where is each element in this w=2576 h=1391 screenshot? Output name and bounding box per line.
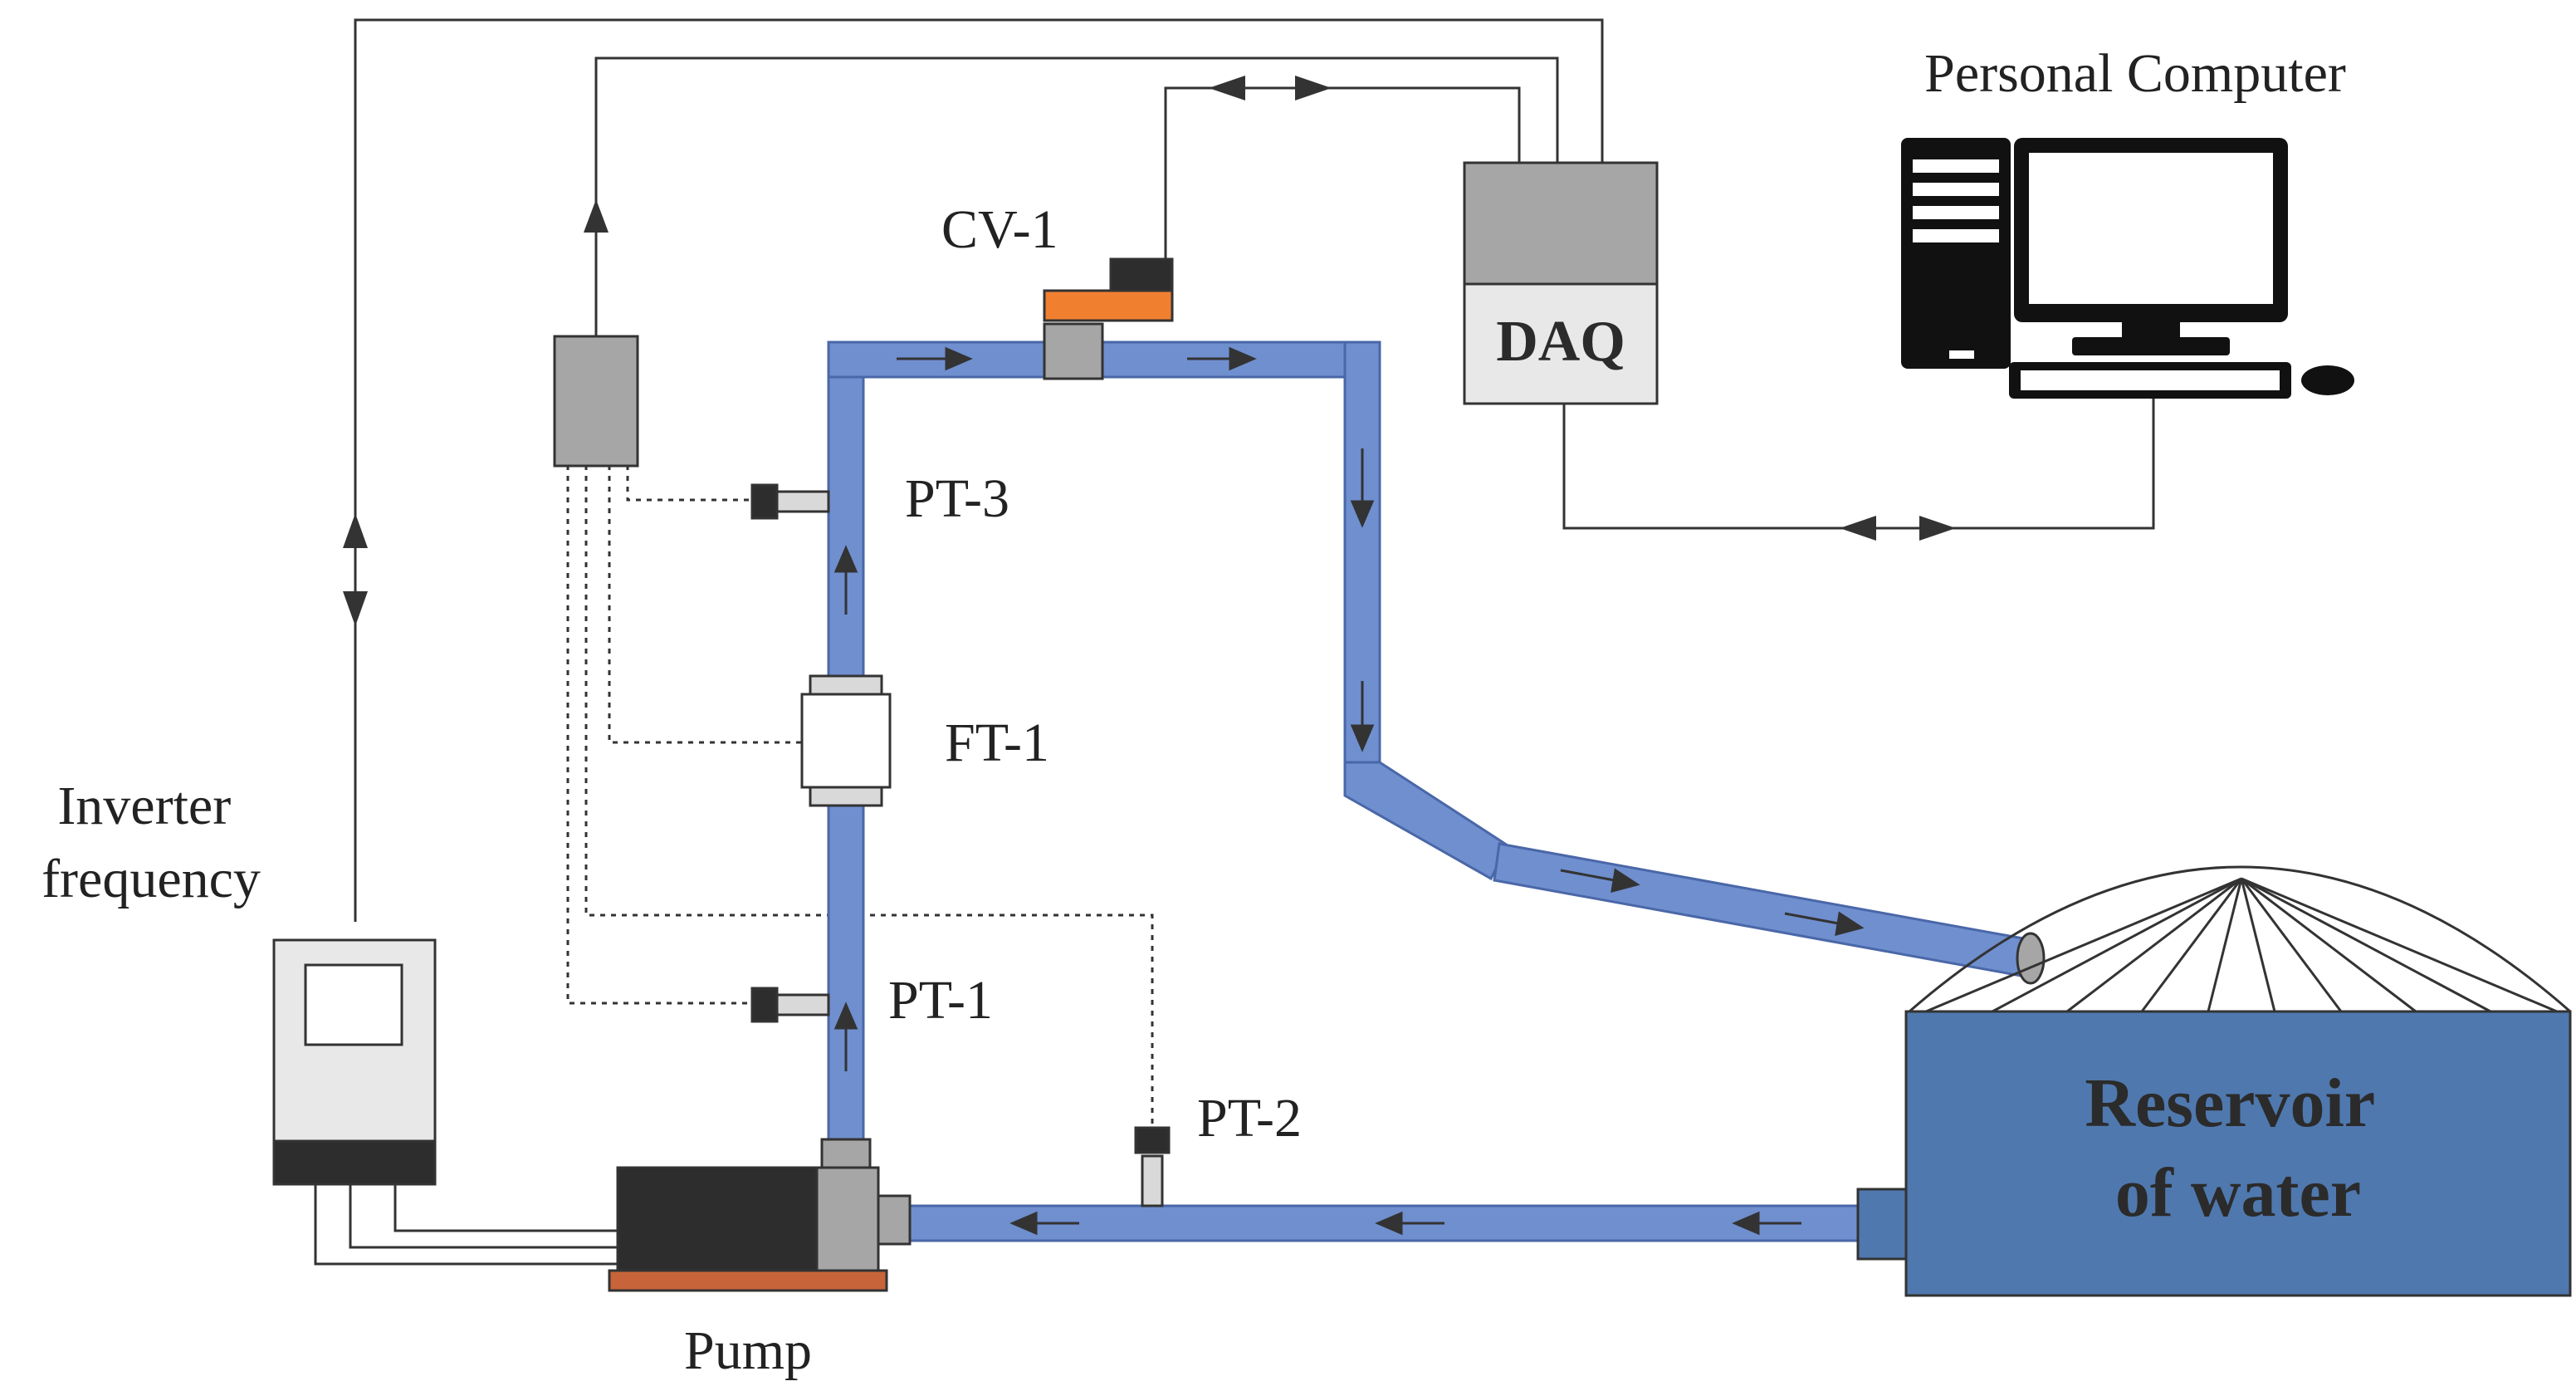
pc-mouse	[2301, 365, 2354, 395]
label-pt1: PT-1	[888, 970, 993, 1031]
label-reservoir-line1: Reservoir	[2085, 1065, 2374, 1142]
label-personal-computer: Personal Computer	[1924, 43, 2346, 104]
label-pt2: PT-2	[1197, 1088, 1302, 1149]
reservoir-outlet	[1856, 1188, 1908, 1261]
label-inverter-line1: Inverter	[57, 776, 231, 836]
wire-inverter-daq	[354, 18, 1604, 922]
reservoir-dome-ribs	[1925, 877, 2558, 1013]
pump	[608, 1138, 912, 1292]
pressure-transmitter-pt3	[750, 483, 830, 520]
wire-inverter-pump-1	[314, 1184, 618, 1266]
label-pump: Pump	[684, 1320, 812, 1381]
arrow-left-valve	[1209, 76, 1245, 100]
inverter	[272, 938, 437, 1186]
dotted-pt1	[566, 465, 754, 1005]
arrow-right-valve	[1295, 76, 1332, 100]
pressure-transmitter-pt1	[750, 987, 830, 1023]
flow-arrows	[833, 346, 1865, 1236]
daq-unit	[1463, 161, 1659, 405]
pressure-transmitter-pt2	[1134, 1126, 1171, 1207]
wire-transmitter-daq	[594, 56, 1559, 336]
label-reservoir-line2: of water	[2115, 1154, 2361, 1232]
reservoir	[1856, 865, 2572, 1297]
signal-wiring	[314, 18, 2155, 1266]
pipe-diagonal-to-reservoir	[1493, 842, 2034, 978]
reservoir-tank	[1904, 1010, 2572, 1297]
label-inverter: Inverter frequency	[42, 776, 261, 909]
label-reservoir: Reservoir of water	[2085, 1065, 2391, 1232]
label-daq: DAQ	[1496, 310, 1625, 374]
arrow-down-inverter	[343, 591, 368, 626]
pipe-outlet-end	[2016, 932, 2046, 985]
label-ft1: FT-1	[945, 713, 1049, 773]
wire-inverter-pump-3	[393, 1184, 618, 1232]
personal-computer	[1901, 138, 2354, 399]
label-inverter-line2: frequency	[42, 849, 261, 909]
wire-valve-daq	[1164, 86, 1521, 259]
label-pt3: PT-3	[905, 468, 1009, 529]
control-valve-cv1	[1043, 257, 1174, 380]
sensor-dotted-lines	[566, 465, 1154, 1126]
arrow-right-daq-pc	[1919, 516, 1956, 541]
wire-arrows	[343, 76, 1956, 626]
wire-inverter-pump-2	[349, 1184, 618, 1249]
reservoir-dome	[1909, 865, 2571, 1013]
arrow-up-inverter	[343, 513, 368, 548]
wire-daq-pc	[1562, 399, 2155, 530]
dotted-pt3	[626, 465, 754, 502]
arrow-up-transmitter	[584, 199, 609, 233]
label-cv1: CV-1	[941, 199, 1058, 260]
flow-transmitter-ft1	[800, 674, 892, 807]
arrow-left-daq-pc	[1840, 516, 1876, 541]
transmitter-box	[553, 335, 639, 468]
pipe-bend-diagonal	[1343, 761, 1509, 881]
